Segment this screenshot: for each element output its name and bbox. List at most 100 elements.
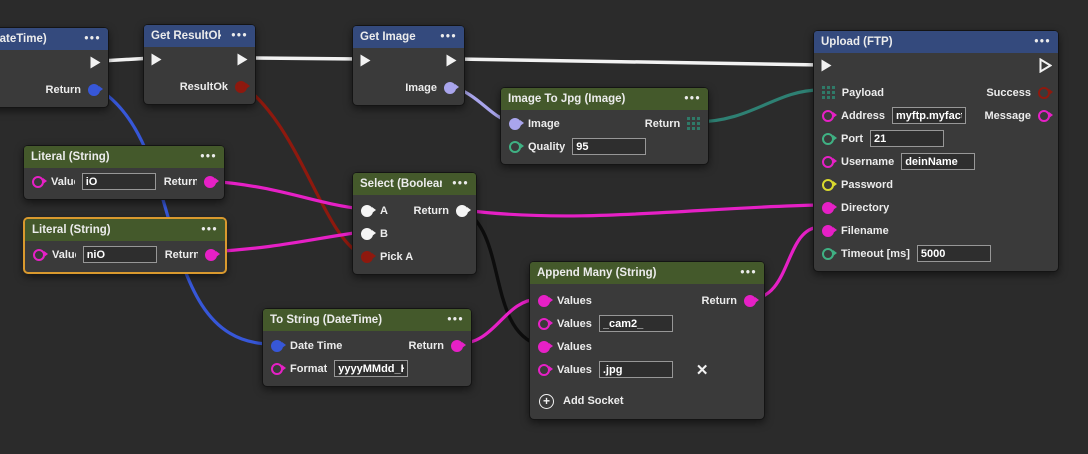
node-upload-ftp[interactable]: Upload (FTP)•••PayloadSuccessAddressMess… [813, 30, 1059, 272]
input-socket-directory[interactable] [822, 201, 837, 214]
input-socket-value[interactable] [33, 248, 48, 261]
output-label: Return [701, 294, 737, 307]
input-socket-filename[interactable] [822, 224, 837, 237]
output-label: Return [163, 175, 197, 188]
node-literal-2[interactable]: Literal (String)•••ValueReturn [23, 217, 227, 274]
node-menu-icon[interactable]: ••• [684, 93, 701, 105]
node-title: Now (DateTime) [0, 33, 47, 45]
input-socket-username[interactable] [822, 155, 837, 168]
node-now[interactable]: Now (DateTime) ••• Return [0, 27, 109, 108]
output-socket-return[interactable] [88, 83, 103, 96]
node-menu-icon[interactable]: ••• [84, 33, 101, 45]
input-socket-address[interactable] [822, 109, 837, 122]
input-socket-values[interactable] [538, 340, 553, 353]
node-menu-icon[interactable]: ••• [201, 224, 218, 236]
output-socket-return[interactable] [744, 294, 759, 307]
wire-data-now-return-to-tostring-datetime[interactable] [93, 85, 274, 346]
input-field-address[interactable] [892, 107, 967, 124]
output-socket-return[interactable] [205, 248, 220, 261]
output-socket-return[interactable] [456, 204, 471, 217]
exec-out-socket[interactable] [445, 53, 458, 71]
node-get-image[interactable]: Get Image•••Image [352, 25, 465, 106]
input-field-values[interactable] [598, 315, 673, 332]
wire-data-literal1-to-select-a[interactable] [207, 179, 364, 211]
input-label: Filename [841, 224, 889, 237]
input-socket-b[interactable] [361, 227, 376, 240]
wire-data-literal2-to-select-b[interactable] [207, 230, 364, 254]
input-field-values[interactable] [598, 361, 673, 378]
node-menu-icon[interactable]: ••• [1034, 36, 1051, 48]
input-field-port[interactable] [870, 130, 944, 147]
input-field-format[interactable] [334, 360, 409, 377]
node-row: AddressMessage [814, 104, 1058, 127]
node-title: To String (DateTime) [270, 314, 383, 326]
exec-in-socket[interactable] [359, 53, 372, 71]
node-menu-icon[interactable]: ••• [447, 314, 464, 326]
exec-in-socket[interactable] [150, 52, 163, 70]
wire-data-select-return-to-upload-directory[interactable] [461, 203, 822, 218]
input-socket-payload[interactable] [822, 86, 835, 99]
exec-out-socket[interactable] [236, 52, 249, 70]
node-row: Quality [501, 135, 708, 158]
node-menu-icon[interactable]: ••• [440, 31, 457, 43]
add-socket-button[interactable]: +Add Socket [530, 389, 764, 413]
input-socket-image[interactable] [509, 117, 524, 130]
node-menu-icon[interactable]: ••• [231, 30, 248, 42]
input-socket-password[interactable] [822, 178, 837, 191]
output-socket-return[interactable] [451, 339, 466, 352]
output-socket-message[interactable] [1038, 109, 1053, 122]
input-label: Format [290, 362, 328, 375]
node-row: Values✕ [530, 358, 764, 381]
exec-out-socket[interactable] [1039, 57, 1053, 76]
input-socket-pick-a[interactable] [361, 250, 376, 263]
output-label: Return [164, 248, 198, 261]
input-label: B [380, 227, 388, 240]
input-socket-timeout-ms-[interactable] [822, 247, 837, 260]
input-socket-values[interactable] [538, 317, 553, 330]
node-literal-1[interactable]: Literal (String)•••ValueReturn [23, 145, 225, 200]
wire-data-getresultok-to-select-picka[interactable] [239, 82, 364, 257]
input-field-value[interactable] [82, 246, 157, 263]
delete-socket-icon[interactable]: ✕ [695, 361, 709, 379]
input-socket-values[interactable] [538, 294, 553, 307]
wire-exec-getresultok-to-getimage[interactable] [245, 56, 363, 61]
input-socket-port[interactable] [822, 132, 837, 145]
input-field-username[interactable] [901, 153, 976, 170]
node-menu-icon[interactable]: ••• [200, 151, 217, 163]
output-socket-return[interactable] [687, 117, 700, 130]
output-socket-success[interactable] [1038, 86, 1053, 99]
node-row: Timeout [ms] [814, 242, 1058, 265]
node-title: Append Many (String) [537, 267, 657, 279]
node-menu-icon[interactable]: ••• [452, 178, 469, 190]
node-get-resultok[interactable]: Get ResultOk•••ResultOk [143, 24, 256, 105]
node-row: Username [814, 150, 1058, 173]
output-socket-resultok[interactable] [235, 80, 250, 93]
input-socket-a[interactable] [361, 204, 376, 217]
input-socket-values[interactable] [538, 363, 553, 376]
input-socket-quality[interactable] [509, 140, 524, 153]
wire-exec-getimage-to-upload[interactable] [454, 57, 824, 67]
input-socket-value[interactable] [32, 175, 47, 188]
exec-in-socket[interactable] [820, 58, 833, 76]
input-field-quality[interactable] [572, 138, 647, 155]
wire-data-jpg-return-to-upload-payload[interactable] [693, 88, 822, 124]
input-field-value[interactable] [81, 173, 156, 190]
node-row: ValueReturn [25, 243, 225, 266]
node-menu-icon[interactable]: ••• [740, 267, 757, 279]
output-socket-return[interactable] [204, 175, 219, 188]
input-socket-format[interactable] [271, 362, 286, 375]
node-row: Pick A [353, 245, 476, 268]
input-field-timeout-ms-[interactable] [916, 245, 991, 262]
input-socket-date-time[interactable] [271, 339, 286, 352]
output-label: Return [45, 83, 81, 96]
exec-out-socket[interactable] [89, 55, 102, 73]
node-row: Filename [814, 219, 1058, 242]
output-socket-image[interactable] [444, 81, 459, 94]
